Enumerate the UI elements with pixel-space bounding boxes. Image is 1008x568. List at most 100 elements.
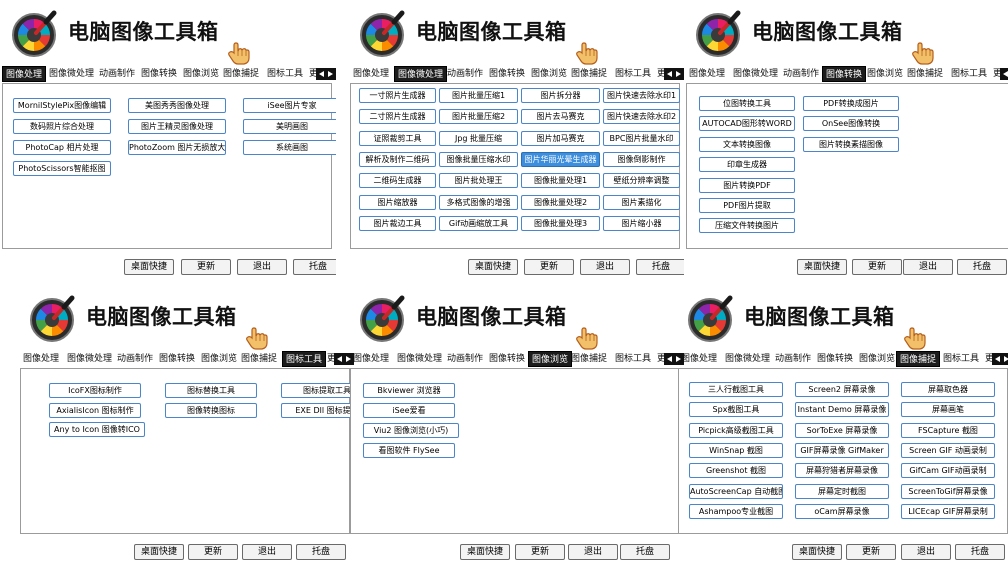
tool-button[interactable]: 多格式图像的增强: [439, 194, 518, 210]
tool-button[interactable]: 美图秀秀图像处理: [128, 98, 226, 113]
tool-button[interactable]: 解析及制作二维码: [359, 151, 436, 167]
tool-button[interactable]: EXE Dll 图标提取: [281, 402, 354, 418]
tool-button[interactable]: PDF图片提取: [699, 198, 795, 213]
tool-button[interactable]: 图片快速去除水印2: [603, 109, 680, 125]
tool-button[interactable]: BPC图片批量水印: [603, 130, 680, 146]
tab-7[interactable]: 图标工具: [943, 354, 980, 364]
tab-3[interactable]: 动画制作: [117, 354, 154, 364]
tab-4[interactable]: 图像转换: [489, 69, 526, 79]
desktop-shortcut-button[interactable]: 桌面快捷: [460, 544, 510, 560]
desktop-shortcut-button[interactable]: 桌面快捷: [134, 544, 184, 560]
tab-6[interactable]: 图像捕捉: [571, 354, 608, 364]
tool-button[interactable]: SorToExe 屏幕录像: [795, 422, 889, 438]
tool-button[interactable]: Greenshot 截图: [689, 463, 783, 479]
tool-button[interactable]: 美明画图: [243, 119, 336, 134]
update-button[interactable]: 更新: [188, 544, 238, 560]
tray-button[interactable]: 托盘: [636, 259, 684, 275]
tool-button[interactable]: iSee爱看: [363, 403, 455, 418]
tool-button[interactable]: 文本转换图像: [699, 136, 795, 152]
tool-button[interactable]: 图标提取工具: [281, 383, 354, 398]
update-button[interactable]: 更新: [524, 259, 574, 275]
tool-button[interactable]: 壁纸分辨率调整: [603, 173, 680, 189]
tool-button[interactable]: PhotoScissors智能抠图: [13, 161, 111, 176]
exit-button[interactable]: 退出: [237, 259, 287, 275]
exit-button[interactable]: 退出: [242, 544, 292, 560]
tool-button[interactable]: 系统画图: [243, 140, 336, 155]
tool-button[interactable]: 图片拆分器: [521, 88, 600, 103]
tool-button[interactable]: Bkviewer 浏览器: [363, 383, 455, 398]
tool-button[interactable]: PDF转换成图片: [803, 96, 899, 111]
tab-4[interactable]: 图像转换: [817, 354, 854, 364]
tool-button[interactable]: 屏幕画笔: [901, 402, 995, 418]
tab-4[interactable]: 图像转换: [159, 354, 196, 364]
tool-button[interactable]: Jpg 批量压缩: [439, 130, 518, 146]
tool-button[interactable]: FSCapture 截图: [901, 422, 995, 438]
tab-7[interactable]: 图标工具: [267, 69, 304, 79]
tool-button[interactable]: 图像批量处理1: [521, 173, 600, 189]
tool-button[interactable]: 图片批处理王: [439, 173, 518, 189]
tool-button[interactable]: Gif动画缩放工具: [439, 215, 518, 231]
tool-button[interactable]: Spx截图工具: [689, 402, 783, 418]
tab-2[interactable]: 图像微处理: [733, 69, 779, 79]
tool-button[interactable]: 图片华丽光晕生成器: [521, 151, 600, 167]
exit-button[interactable]: 退出: [568, 544, 618, 560]
exit-button[interactable]: 退出: [901, 544, 951, 560]
tab-3[interactable]: 动画制作: [447, 354, 484, 364]
tab-5[interactable]: 图像浏览: [201, 354, 238, 364]
tool-button[interactable]: AxialisIcon 图标制作: [49, 402, 141, 418]
tab-2[interactable]: 图像微处理: [49, 69, 95, 79]
tab-4[interactable]: 图像转换: [489, 354, 526, 364]
tool-button[interactable]: 屏幕取色器: [901, 382, 995, 397]
tool-button[interactable]: 图标替换工具: [165, 383, 257, 398]
tab-7[interactable]: 图标工具: [951, 69, 988, 79]
tool-button[interactable]: 证照裁剪工具: [359, 130, 436, 146]
tool-button[interactable]: 图片批量压缩2: [439, 109, 518, 125]
tool-button[interactable]: iSee图片专家: [243, 98, 336, 113]
tool-button[interactable]: PhotoCap 相片处理: [13, 140, 111, 155]
tool-button[interactable]: AutoScreenCap 自动截图: [689, 483, 783, 499]
tab-scroll-arrows-icon[interactable]: [992, 353, 1008, 365]
tab-6[interactable]: 图像捕捉: [907, 69, 944, 79]
tray-button[interactable]: 托盘: [293, 259, 336, 275]
tab-1[interactable]: 图像处理: [681, 354, 718, 364]
exit-button[interactable]: 退出: [580, 259, 630, 275]
tab-2[interactable]: 图像微处理: [725, 354, 771, 364]
tray-button[interactable]: 托盘: [955, 544, 1005, 560]
update-button[interactable]: 更新: [852, 259, 902, 275]
tab-scroll-arrows-icon[interactable]: [334, 353, 354, 365]
tool-button[interactable]: WinSnap 截图: [689, 442, 783, 458]
tool-button[interactable]: oCam屏幕录像: [795, 503, 889, 519]
tab-4[interactable]: 图像转换: [822, 66, 867, 82]
tool-button[interactable]: 图片批量压缩1: [439, 88, 518, 103]
tab-3[interactable]: 动画制作: [447, 69, 484, 79]
tool-button[interactable]: GIF屏幕录像 GifMaker: [795, 442, 889, 458]
tab-3[interactable]: 动画制作: [775, 354, 812, 364]
tool-button[interactable]: 印章生成器: [699, 157, 795, 173]
tab-6[interactable]: 图像捕捉: [571, 69, 608, 79]
tab-5[interactable]: 图像浏览: [531, 69, 568, 79]
tab-scroll-arrows-icon[interactable]: [316, 68, 336, 80]
tool-button[interactable]: OnSee图像转换: [803, 116, 899, 132]
tool-button[interactable]: Screen GIF 动画录制: [901, 442, 995, 458]
tool-button[interactable]: 二维码生成器: [359, 173, 436, 189]
tab-7[interactable]: 图标工具: [615, 354, 652, 364]
tool-button[interactable]: 一寸照片生成器: [359, 88, 436, 103]
tool-button[interactable]: PhotoZoom 图片无损放大: [128, 140, 226, 155]
tool-button[interactable]: IcoFX图标制作: [49, 383, 141, 398]
tab-4[interactable]: 图像转换: [141, 69, 178, 79]
tool-button[interactable]: 看图软件 FlySee: [363, 443, 455, 458]
tab-2[interactable]: 图像微处理: [67, 354, 113, 364]
desktop-shortcut-button[interactable]: 桌面快捷: [468, 259, 518, 275]
tool-button[interactable]: 屏幕狩猎者屏幕录像: [795, 463, 889, 479]
tool-button[interactable]: Ashampoo专业截图: [689, 503, 783, 519]
tool-button[interactable]: Instant Demo 屏幕录像: [795, 402, 889, 418]
tab-2[interactable]: 图像微处理: [397, 354, 443, 364]
tool-button[interactable]: 图像批量处理2: [521, 194, 600, 210]
tool-button[interactable]: 图片缩小器: [603, 215, 680, 231]
tab-scroll-arrows-icon[interactable]: [664, 68, 684, 80]
tab-3[interactable]: 动画制作: [99, 69, 136, 79]
tool-button[interactable]: Picpick高级截图工具: [689, 422, 783, 438]
tool-button[interactable]: 图片加马赛克: [521, 130, 600, 146]
tool-button[interactable]: 图像批量处理3: [521, 215, 600, 231]
tool-button[interactable]: Screen2 屏幕录像: [795, 382, 889, 397]
